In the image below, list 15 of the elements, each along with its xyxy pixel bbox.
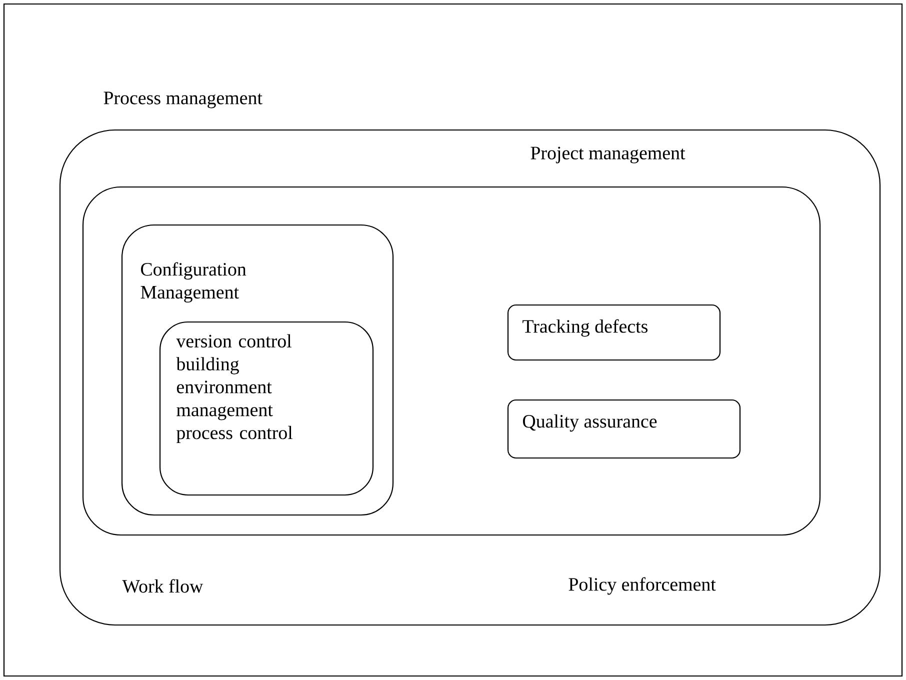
- rounded-box: [59, 129, 881, 626]
- box-label: Tracking defects: [522, 319, 648, 337]
- process-box: [507, 399, 741, 459]
- box-label: version control building environment management process control: [176, 334, 293, 444]
- box-label: Process management: [104, 92, 262, 108]
- box-label: Configuration Management: [140, 262, 246, 303]
- rounded-box: [121, 224, 394, 516]
- box-label: Quality assurance: [522, 414, 657, 432]
- rounded-box: [159, 321, 374, 496]
- rounded-box: [82, 186, 821, 536]
- box-label: Project management: [530, 146, 686, 164]
- process-box: [507, 304, 721, 361]
- frame: [3, 3, 903, 677]
- box-label: Work flow: [122, 579, 204, 593]
- box-label: Policy enforcement: [568, 577, 716, 595]
